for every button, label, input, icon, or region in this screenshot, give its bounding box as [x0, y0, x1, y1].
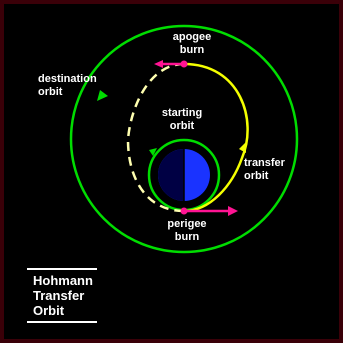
perigee-burn-line-1: perigee: [162, 218, 212, 231]
planet-dark-half: [158, 149, 184, 201]
destination-orbit-line-2: orbit: [38, 86, 97, 99]
title-line-3: Orbit: [33, 303, 97, 318]
diagram-title: Hohmann Transfer Orbit: [27, 270, 97, 321]
apogee-burn-line-2: burn: [167, 44, 217, 57]
perigee-point: [181, 208, 188, 215]
perigee-burn-arrowhead: [228, 206, 238, 216]
title-rule-bottom: [27, 321, 97, 323]
transfer-orbit-label: transfer orbit: [244, 157, 285, 183]
perigee-burn-line-2: burn: [162, 231, 212, 244]
title-block: Hohmann Transfer Orbit: [27, 268, 97, 323]
apogee-point: [181, 61, 188, 68]
transfer-orbit-line-2: orbit: [244, 170, 285, 183]
title-line-2: Transfer: [33, 288, 97, 303]
starting-orbit-line-2: orbit: [155, 120, 209, 133]
apogee-burn-arrowhead: [154, 60, 163, 68]
starting-orbit-label: starting orbit: [155, 107, 209, 133]
transfer-orbit-arrow: [239, 142, 246, 153]
title-line-1: Hohmann: [33, 273, 97, 288]
destination-orbit-line-1: destination: [38, 73, 97, 86]
destination-orbit-label: destination orbit: [38, 73, 97, 99]
destination-orbit-arrow: [97, 90, 108, 101]
perigee-burn-label: perigee burn: [162, 218, 212, 244]
apogee-burn-label: apogee burn: [167, 31, 217, 57]
starting-orbit-line-1: starting: [155, 107, 209, 120]
transfer-orbit-line-1: transfer: [244, 157, 285, 170]
apogee-burn-line-1: apogee: [167, 31, 217, 44]
